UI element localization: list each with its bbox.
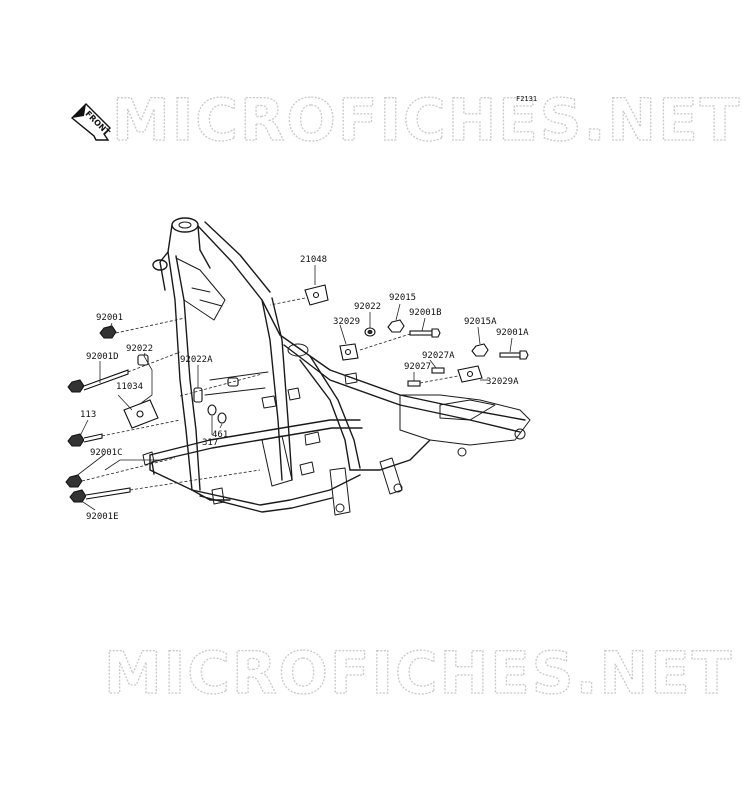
label-92001A: 92001A xyxy=(496,328,529,338)
label-32029: 32029 xyxy=(333,317,360,327)
label-92001C: 92001C xyxy=(90,448,123,458)
watermark-top: MICROFICHES.NET xyxy=(112,86,741,154)
part-92027A-collar[interactable] xyxy=(431,367,445,374)
label-92015A: 92015A xyxy=(464,317,497,327)
label-21048: 21048 xyxy=(300,255,327,265)
part-92022A-spacer[interactable] xyxy=(193,377,239,403)
figure-code: F2131 xyxy=(516,95,537,103)
label-11034: 11034 xyxy=(116,382,143,392)
part-92015A-nut[interactable] xyxy=(471,343,489,357)
label-317: 317 xyxy=(202,438,218,448)
label-113: 113 xyxy=(80,410,96,420)
label-32029A: 32029A xyxy=(486,377,519,387)
part-92001C-bolt[interactable] xyxy=(65,474,83,488)
watermark-bottom: MICROFICHES.NET xyxy=(104,639,733,707)
part-92022-washer-top[interactable] xyxy=(364,327,376,337)
label-92022-top: 92022 xyxy=(354,302,381,312)
part-92001A-bolt[interactable] xyxy=(499,350,529,360)
part-92001D-bolt[interactable] xyxy=(67,369,129,393)
part-92027-collar[interactable] xyxy=(407,380,421,387)
label-461: 461 xyxy=(212,430,228,440)
part-317-washer[interactable] xyxy=(207,404,217,416)
part-11034-bracket[interactable] xyxy=(123,399,159,429)
part-92001-bolt[interactable] xyxy=(99,325,117,339)
part-113-bolt[interactable] xyxy=(67,433,103,447)
label-92001: 92001 xyxy=(96,313,123,323)
label-92001E: 92001E xyxy=(86,512,119,522)
part-92001B-bolt[interactable] xyxy=(409,328,441,338)
part-32029A-bracket[interactable] xyxy=(457,365,483,383)
part-92015-nut[interactable] xyxy=(387,319,405,333)
label-92015: 92015 xyxy=(389,293,416,303)
label-92001D: 92001D xyxy=(86,352,119,362)
front-arrow-icon: FRONT xyxy=(70,103,112,141)
part-32029-bracket[interactable] xyxy=(339,343,359,361)
label-92027A: 92027A xyxy=(422,351,455,361)
label-92022: 92022 xyxy=(126,344,153,354)
part-461-washer[interactable] xyxy=(217,412,227,424)
label-92027: 92027 xyxy=(404,362,431,372)
part-92022-washer-left[interactable] xyxy=(137,354,149,366)
frame-assembly xyxy=(142,217,531,516)
part-92001E-bolt[interactable] xyxy=(69,487,131,503)
label-92022A: 92022A xyxy=(180,355,213,365)
part-21048-bracket[interactable] xyxy=(304,284,329,306)
label-92001B: 92001B xyxy=(409,308,442,318)
